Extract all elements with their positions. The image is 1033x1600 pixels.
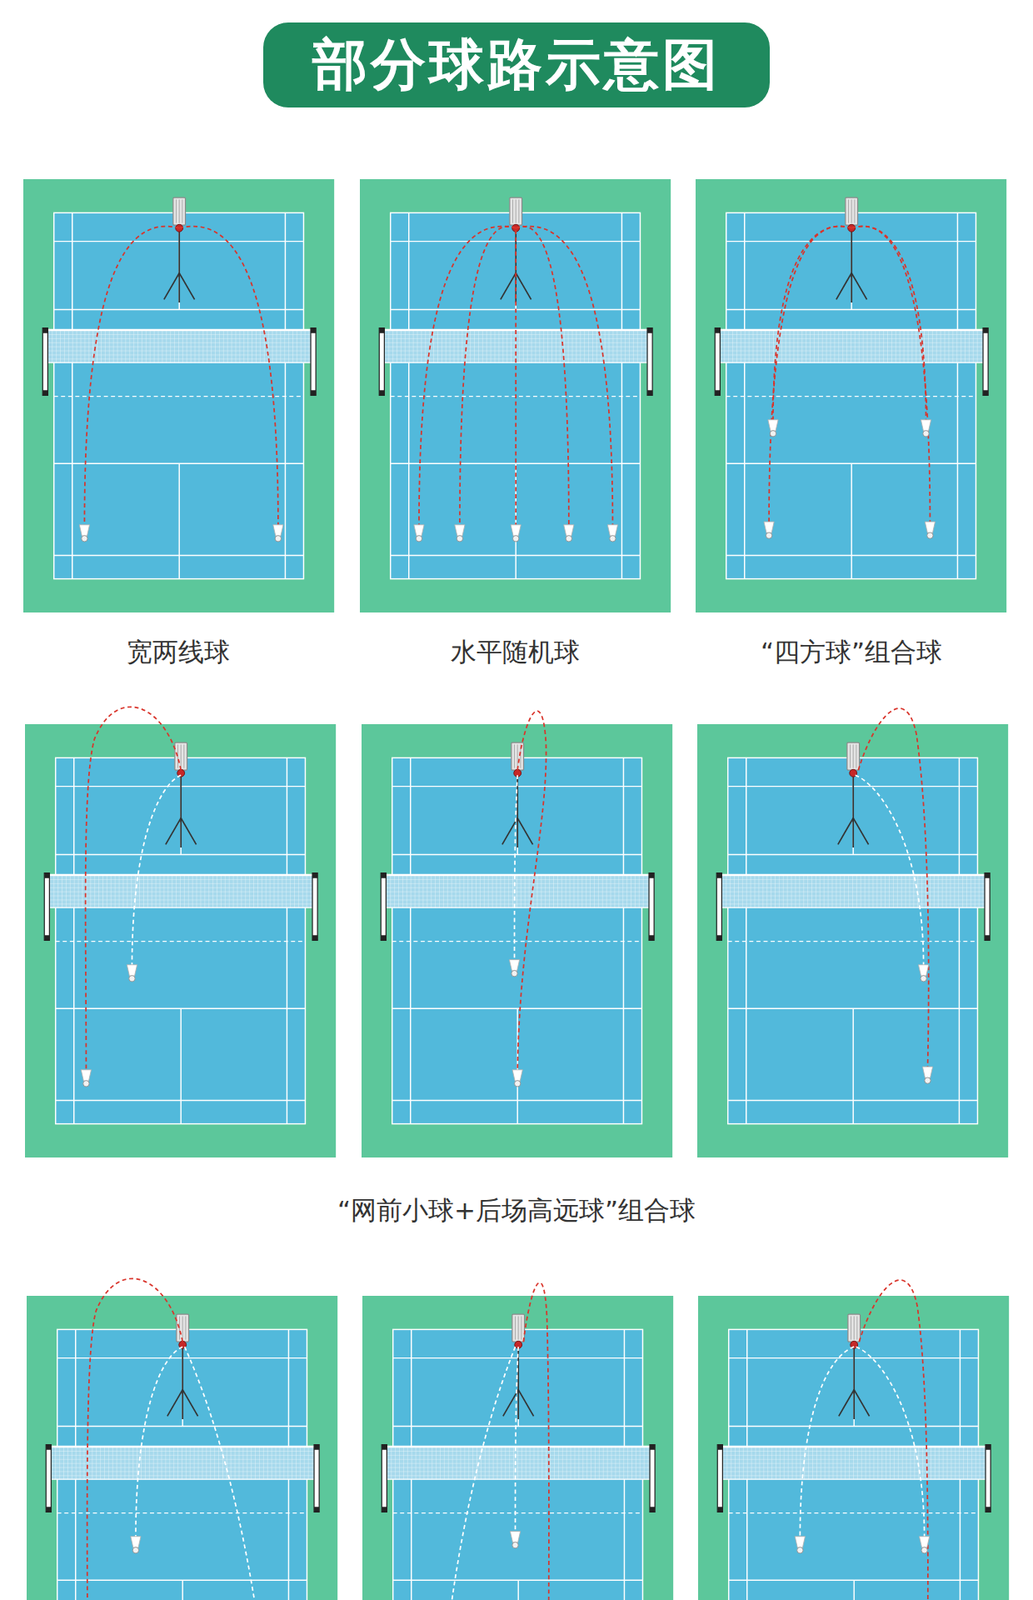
badminton-court <box>26 1277 338 1600</box>
title-banner: 部分球路示意图 <box>263 22 770 108</box>
badminton-court <box>695 179 1007 613</box>
badminton-court <box>361 710 673 1158</box>
caption-text: 宽两线球 <box>126 634 230 670</box>
badminton-court <box>698 1279 1009 1600</box>
title-text: 部分球路示意图 <box>312 27 721 103</box>
badminton-court <box>359 179 671 613</box>
badminton-court <box>697 708 1009 1158</box>
caption-text: “网前小球+后场高远球”组合球 <box>337 1192 696 1228</box>
badminton-court <box>24 706 336 1158</box>
badminton-court <box>23 179 335 613</box>
caption-text: “四方球”组合球 <box>760 634 943 670</box>
caption-text: 水平随机球 <box>450 634 580 670</box>
badminton-court <box>362 1282 674 1600</box>
